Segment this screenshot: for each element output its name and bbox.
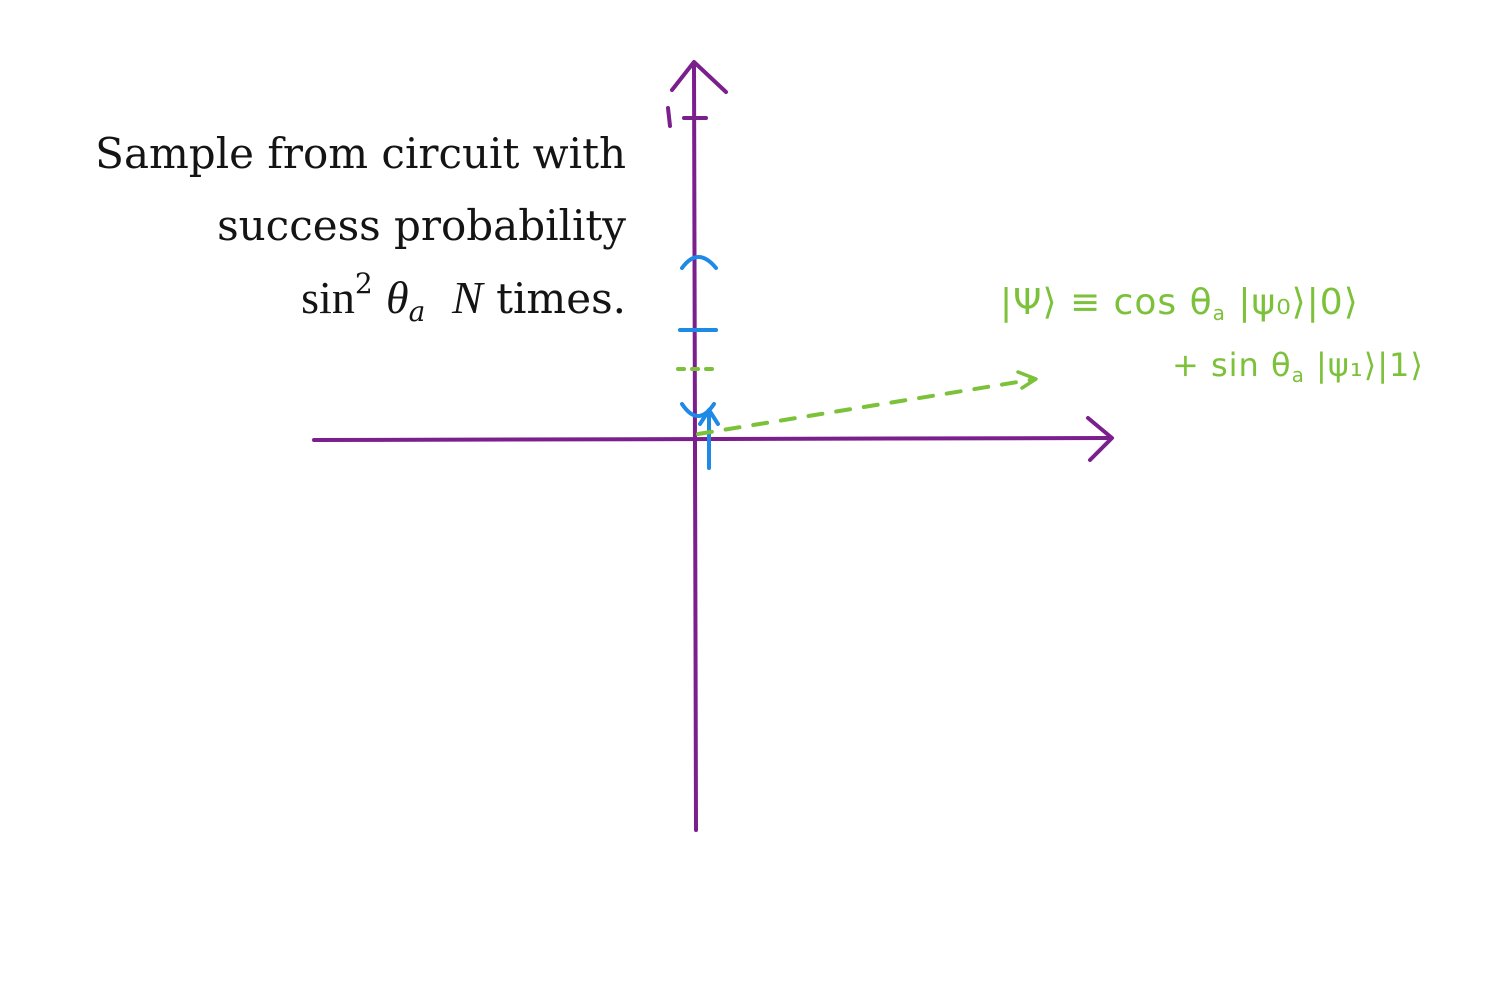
- caption-line-3: sin2 θa N times.: [60, 262, 626, 335]
- state-eq-sub-2: a: [1291, 363, 1305, 387]
- state-equation-line-1: |Ψ⟩ ≡ cos θa |ψ₀⟩|0⟩: [1000, 282, 1359, 323]
- state-equation-line-2: + sin θa |ψ₁⟩|1⟩: [1172, 346, 1424, 387]
- theta-subscript: a: [408, 295, 426, 328]
- state-eq-lhs-2: + sin θ: [1172, 346, 1292, 384]
- y-axis-arrowhead: [670, 60, 728, 94]
- theta-symbol: θ: [386, 272, 409, 323]
- state-eq-rhs-1: |ψ₀⟩|0⟩: [1225, 282, 1359, 323]
- y-axis-tick-one-mark: [666, 106, 672, 128]
- state-vector-arrowhead: [1016, 370, 1038, 390]
- y-axis: [692, 62, 698, 832]
- times-text: times.: [496, 274, 626, 323]
- sin-function: sin: [301, 272, 355, 323]
- x-axis-arrowhead: [1086, 416, 1114, 462]
- state-eq-lhs: |Ψ⟩ ≡ cos θ: [1000, 282, 1213, 323]
- sin-exponent: 2: [354, 267, 373, 300]
- sampling-caption: Sample from circuit with success probabi…: [60, 118, 626, 335]
- lower-bound-marker: [680, 402, 716, 418]
- caption-line-2: success probability: [217, 201, 626, 250]
- state-eq-rhs-2: |ψ₁⟩|1⟩: [1304, 346, 1424, 384]
- state-eq-sub-1: a: [1212, 301, 1226, 325]
- upper-bound-marker: [680, 255, 718, 270]
- caption-line-1: Sample from circuit with: [95, 129, 626, 178]
- state-vector: [696, 378, 1032, 436]
- small-amplitude-arrowhead: [698, 408, 720, 426]
- x-axis: [312, 436, 1112, 442]
- n-symbol: N: [452, 272, 483, 323]
